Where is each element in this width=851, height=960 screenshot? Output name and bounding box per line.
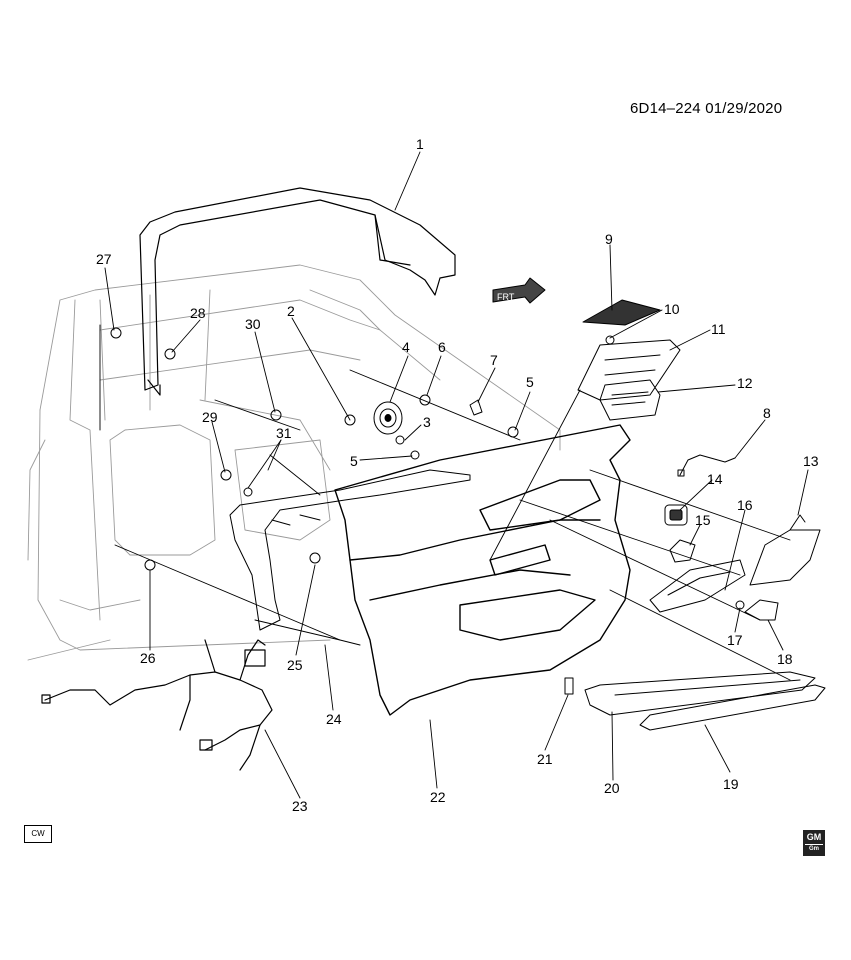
callout-19: 19 [723, 776, 739, 792]
callout-6: 6 [438, 339, 446, 355]
callout-12: 12 [737, 375, 753, 391]
callout-31: 31 [276, 425, 292, 441]
callout-24: 24 [326, 711, 342, 727]
part-19-strip [639, 684, 826, 731]
leader-lines [104, 151, 809, 799]
callout-21: 21 [537, 751, 553, 767]
callout-16: 16 [737, 497, 753, 513]
front-arrow-label: FRT [497, 292, 515, 302]
callout-28: 28 [190, 305, 206, 321]
callout-20: 20 [604, 780, 620, 796]
diagram-id: 6D14–224 01/29/2020 [630, 100, 783, 117]
callout-7: 7 [490, 352, 498, 368]
part-23-wiring-harness [41, 639, 273, 771]
callout-29: 29 [202, 409, 218, 425]
part-1-window-frame [139, 187, 456, 396]
callout-5-a: 5 [526, 374, 534, 390]
callout-13: 13 [803, 453, 819, 469]
callout-9: 9 [605, 231, 613, 247]
callout-18: 18 [777, 651, 793, 667]
callout-22: 22 [430, 789, 446, 805]
part-13-pocket [749, 514, 821, 586]
callout-11: 11 [711, 321, 726, 337]
part-12-switch [599, 379, 661, 421]
callout-3: 3 [423, 414, 431, 430]
callout-23: 23 [292, 798, 308, 814]
callout-2: 2 [287, 303, 295, 319]
part-18-cap [744, 599, 779, 621]
part-14-switch [664, 504, 688, 526]
reference-lines [99, 324, 791, 681]
callout-labels: 1 2 3 4 5 5 5 6 7 8 9 10 11 12 13 14 15 … [96, 136, 819, 814]
callout-17: 17 [727, 632, 743, 648]
part-9-trim-strip [582, 299, 661, 326]
gm-logo: GM Gm [803, 830, 825, 856]
part-20-strip [584, 671, 816, 716]
part-15-switch [669, 539, 696, 563]
gm-logo-sub: Gm [805, 844, 823, 853]
callout-14: 14 [707, 471, 723, 487]
part-8-harness [677, 454, 736, 477]
part-21-clip [564, 677, 574, 695]
door-shell [27, 264, 561, 661]
cw-badge: CW [24, 825, 52, 843]
part-22-trim-panel [334, 424, 631, 716]
fasteners [110, 327, 745, 610]
part-16-bracket [649, 559, 746, 613]
callout-27: 27 [96, 251, 112, 267]
callout-5-b: 5 [350, 453, 358, 469]
callout-30: 30 [245, 316, 261, 332]
callout-26: 26 [140, 650, 156, 666]
callout-25: 25 [287, 657, 303, 673]
callout-8: 8 [763, 405, 771, 421]
gm-logo-text: GM [806, 832, 822, 842]
callout-4: 4 [402, 339, 410, 355]
callout-10: 10 [664, 301, 680, 317]
callout-15: 15 [695, 512, 711, 528]
part-4-speaker [373, 401, 403, 435]
front-arrow [492, 277, 546, 304]
callout-1: 1 [416, 136, 424, 152]
